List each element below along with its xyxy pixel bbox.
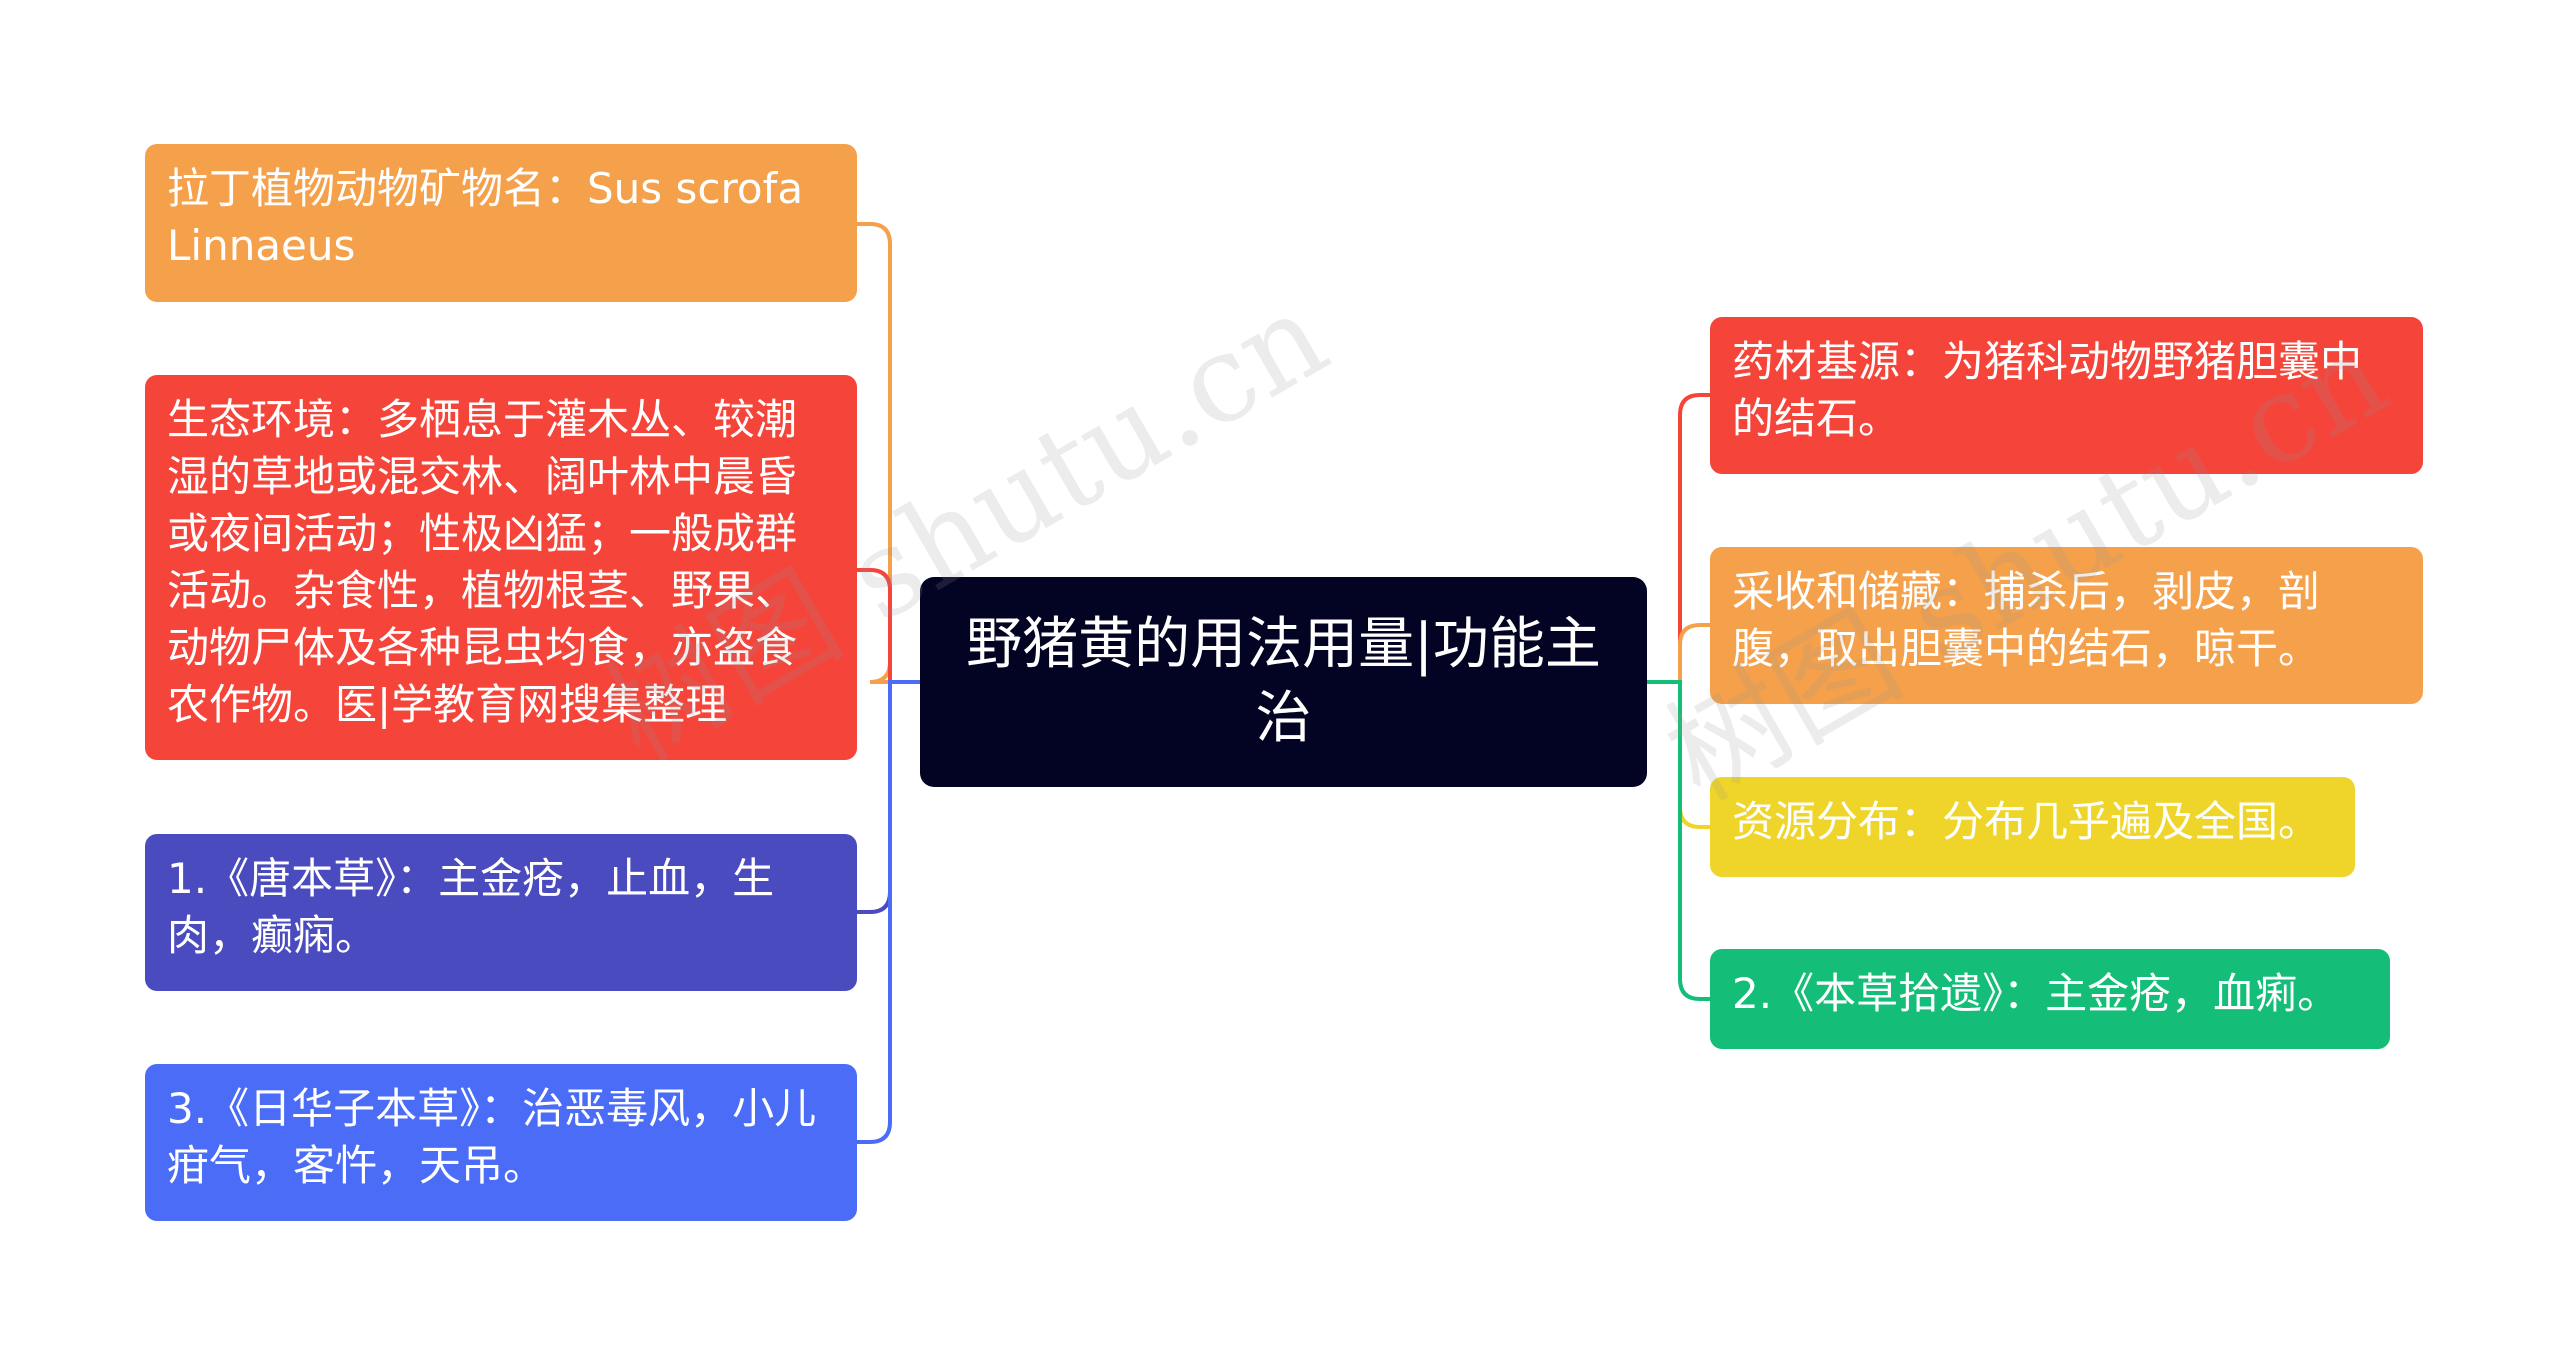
connector-right-4: [1647, 680, 1710, 1001]
node-rihuazi-bencao[interactable]: 3.《日华子本草》：治恶毒风，小儿疳气，客忤，天吊。: [145, 1064, 857, 1221]
node-latin-name[interactable]: 拉丁植物动物矿物名：Sus scrofa Linnaeus: [145, 144, 857, 302]
node-harvest-storage-text: 采收和储藏：捕杀后，剥皮，剖腹，取出胆囊中的结石，晾干。: [1732, 567, 2321, 673]
central-topic[interactable]: 野猪黄的用法用量|功能主治: [920, 577, 1647, 787]
node-ecology[interactable]: 生态环境：多栖息于灌木丛、较潮湿的草地或混交林、阔叶林中晨昏或夜间活动；性极凶猛…: [145, 375, 857, 760]
node-source-text: 药材基源：为猪科动物野猪胆囊中的结石。: [1732, 337, 2363, 443]
node-distribution-text: 资源分布：分布几乎遍及全国。: [1732, 797, 2321, 846]
connector-right-2: [1647, 623, 1710, 684]
node-tang-bencao-text: 1.《唐本草》：主金疮，止血，生肉，癫痫。: [167, 854, 775, 960]
connector-left-4: [857, 680, 920, 1144]
connector-left-1: [857, 222, 920, 684]
node-rihuazi-bencao-text: 3.《日华子本草》：治恶毒风，小儿疳气，客忤，天吊。: [167, 1084, 817, 1190]
node-ecology-text: 生态环境：多栖息于灌木丛、较潮湿的草地或混交林、阔叶林中晨昏或夜间活动；性极凶猛…: [167, 395, 798, 729]
connector-left-2: [857, 568, 920, 684]
node-distribution[interactable]: 资源分布：分布几乎遍及全国。: [1710, 777, 2355, 877]
node-bencao-shiyi[interactable]: 2.《本草拾遗》：主金疮，血痢。: [1710, 949, 2390, 1049]
node-tang-bencao[interactable]: 1.《唐本草》：主金疮，止血，生肉，癫痫。: [145, 834, 857, 991]
central-topic-text: 野猪黄的用法用量|功能主治: [966, 612, 1601, 751]
node-latin-name-text: 拉丁植物动物矿物名：Sus scrofa Linnaeus: [167, 164, 804, 270]
node-bencao-shiyi-text: 2.《本草拾遗》：主金疮，血痢。: [1732, 969, 2340, 1018]
node-harvest-storage[interactable]: 采收和储藏：捕杀后，剥皮，剖腹，取出胆囊中的结石，晾干。: [1710, 547, 2423, 704]
connector-right-1: [1647, 393, 1710, 684]
node-source[interactable]: 药材基源：为猪科动物野猪胆囊中的结石。: [1710, 317, 2423, 474]
